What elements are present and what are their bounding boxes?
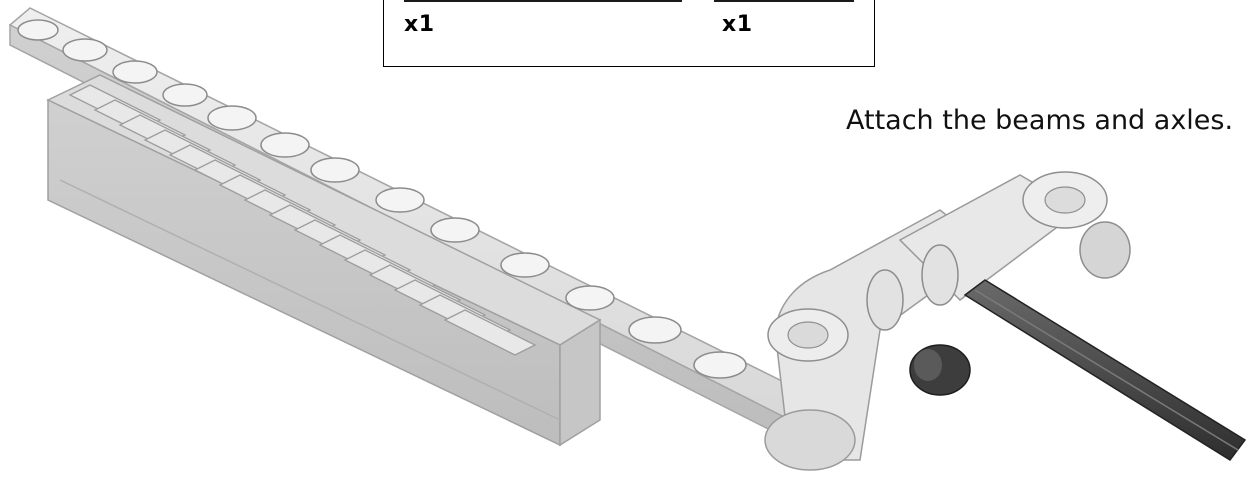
axle — [965, 280, 1245, 460]
bush — [910, 345, 970, 395]
